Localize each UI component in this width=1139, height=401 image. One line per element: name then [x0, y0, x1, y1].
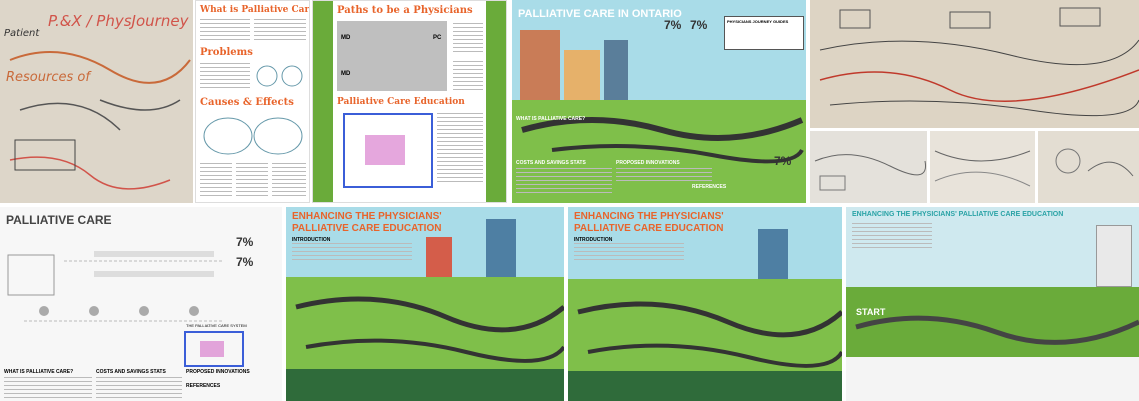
stat: 7% — [236, 235, 254, 249]
section-heading: WHAT IS PALLIATIVE CARE? — [516, 116, 586, 122]
poster-heading: Causes & Effects — [200, 97, 294, 108]
diagram-graphic — [256, 65, 303, 87]
poster-title: PALLIATIVE CARE IN ONTARIO — [518, 8, 682, 20]
sketch-drawing — [814, 154, 927, 191]
road — [855, 315, 1139, 345]
stat: 7% — [664, 18, 682, 32]
buildings — [520, 30, 560, 100]
side-band — [486, 1, 506, 202]
text-block — [200, 63, 250, 91]
road — [577, 301, 842, 368]
poster-heading: Paths to be a Physicians — [337, 5, 473, 16]
text-block — [453, 23, 483, 53]
sketch-heading: P.&X / PhysJourney — [48, 12, 189, 30]
sketch-photo-2 — [810, 0, 1139, 128]
section-heading: PROPOSED INNOVATIONS — [616, 160, 680, 166]
diagram-graphic — [203, 117, 303, 155]
education-diagram — [343, 113, 433, 188]
path-diagram — [337, 21, 447, 91]
buildings — [604, 40, 628, 100]
label-md: MD — [341, 71, 351, 77]
text-block — [437, 113, 483, 183]
text-block — [272, 163, 306, 199]
sketch-drawing — [9, 51, 191, 190]
text-block — [852, 223, 932, 249]
text-block — [292, 243, 412, 263]
sketch-photo-5 — [1038, 131, 1139, 203]
poster-title: PALLIATIVE CARE EDUCATION — [574, 223, 724, 234]
text-block — [200, 19, 250, 41]
section-heading: PROPOSED INNOVATIONS — [186, 369, 250, 375]
text-block — [236, 163, 268, 199]
poster-title: PALLIATIVE CARE EDUCATION — [292, 223, 442, 234]
poster-heading: What is Palliative Care — [200, 5, 310, 15]
system-diagram — [184, 331, 244, 367]
sketch-photo-4 — [930, 131, 1035, 203]
stat: 7% — [774, 154, 792, 168]
poster-enhancing-education-1: ENHANCING THE PHYSICIANS' PALLIATIVE CAR… — [286, 207, 564, 401]
sketch-drawing — [819, 7, 1139, 117]
poster-title: PALLIATIVE CARE — [6, 213, 112, 227]
road — [295, 296, 564, 363]
start-label: START — [856, 307, 886, 317]
section-heading: REFERENCES — [692, 184, 727, 190]
section-heading: INTRODUCTION — [574, 237, 613, 243]
section-heading: REFERENCES — [186, 383, 221, 389]
label-pc: PC — [433, 35, 442, 41]
poster-enhancing-education-2: ENHANCING THE PHYSICIANS' PALLIATIVE CAR… — [568, 207, 842, 401]
journey-diagram — [7, 251, 224, 322]
sketch-note: Patient — [4, 28, 40, 39]
poster-title: ENHANCING THE PHYSICIANS' — [574, 211, 724, 222]
poster-heading: Palliative Care Education — [337, 97, 465, 107]
text-block — [516, 168, 612, 196]
text-block — [200, 163, 232, 199]
section-heading: INTRODUCTION — [292, 237, 331, 243]
sketch-note: Resources of — [6, 70, 90, 85]
poster-title: ENHANCING THE PHYSICIANS' — [292, 211, 442, 222]
side-band — [313, 1, 333, 202]
section-heading: COSTS AND SAVINGS STATS — [516, 160, 586, 166]
buildings — [1096, 225, 1132, 287]
text-block — [453, 61, 483, 91]
poster-paths-physicians: Paths to be a Physicians MD PC MD Pallia… — [312, 0, 507, 203]
poster-what-is-palliative-care: What is Palliative Care Problems Causes … — [195, 0, 310, 203]
poster-palliative-care: PALLIATIVE CARE 7% 7% THE PALLIATIVE CAR… — [0, 207, 282, 401]
stat: 7% — [690, 18, 708, 32]
poster-palliative-care-ontario: PALLIATIVE CARE IN ONTARIO 7% 7% PHYSICI… — [512, 0, 806, 203]
section-heading: WHAT IS PALLIATIVE CARE? — [4, 369, 74, 375]
poster-enhancing-education-3: ENHANCING THE PHYSICIANS' PALLIATIVE CAR… — [846, 207, 1139, 401]
section-heading: COSTS AND SAVINGS STATS — [96, 369, 166, 375]
sketch-photo-3 — [810, 131, 927, 203]
info-box — [568, 371, 842, 401]
poster-heading: Problems — [200, 47, 253, 58]
label-md: MD — [341, 35, 351, 41]
info-box — [286, 369, 564, 401]
sketch-drawing — [934, 150, 1031, 187]
info-box — [846, 357, 1139, 401]
sketch-photo-1: P.&X / PhysJourney Resources of Patient — [0, 0, 193, 203]
billboard-label: PHYSICIANS JOURNEY GUIDES — [727, 19, 789, 24]
text-block — [616, 168, 712, 184]
billboard: PHYSICIANS JOURNEY GUIDES — [724, 16, 804, 50]
road — [521, 117, 804, 164]
stat: 7% — [236, 255, 254, 269]
text-block — [4, 377, 92, 399]
system-label: THE PALLIATIVE CARE SYSTEM — [186, 323, 247, 328]
text-block — [254, 19, 306, 41]
text-block — [574, 243, 684, 263]
poster-title: ENHANCING THE PHYSICIANS' PALLIATIVE CAR… — [852, 211, 1064, 218]
sketch-drawing — [1055, 148, 1134, 177]
text-block — [96, 377, 182, 399]
buildings — [564, 50, 600, 100]
